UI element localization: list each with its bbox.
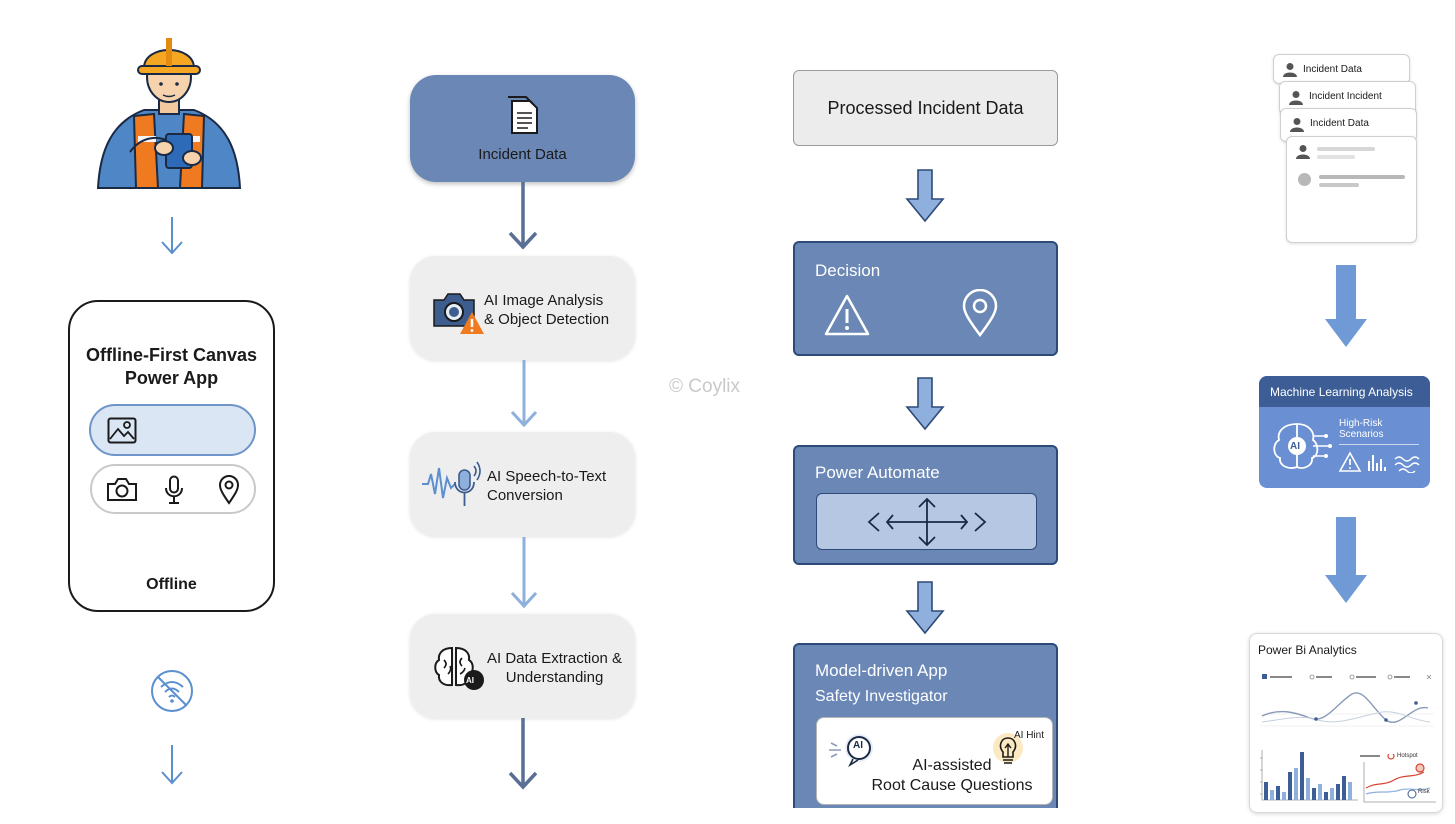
risk-indicators-icon [1339, 451, 1423, 473]
image-analysis-label: AI Image Analysis & Object Detection [484, 292, 610, 328]
safety-investigator-label: Safety Investigator [815, 688, 948, 705]
ai-badge: AI [853, 740, 863, 751]
data-extraction-node: AI AI Data Extraction & Understanding [410, 614, 635, 718]
location-pin-icon [962, 289, 998, 337]
arrow-down-icon [508, 182, 538, 252]
root-cause-panel: AI AI Hint AI-assisted Root Cause Questi… [816, 717, 1053, 805]
text-placeholder-line [1319, 175, 1405, 179]
document-icon [506, 95, 540, 135]
arrow-down-icon [905, 581, 945, 635]
power-automate-node: Power Automate [793, 445, 1058, 565]
arrow-down-icon [510, 537, 538, 611]
arrow-down-icon [508, 718, 538, 792]
speech-to-text-node: AI Speech-to-Text Conversion [410, 432, 635, 536]
ai-assistant-icon [829, 732, 881, 768]
hotspot-risk-chart [1360, 754, 1436, 804]
decision-label: Decision [815, 261, 881, 280]
ai-badge: AI [1290, 441, 1300, 452]
ml-title: Machine Learning Analysis [1259, 376, 1430, 407]
processed-incident-data-node: Processed Incident Data [793, 70, 1058, 146]
model-driven-app-label: Model-driven App [815, 661, 948, 680]
camera-warning-icon [432, 290, 488, 336]
dashboard-filter-bar [1262, 674, 1432, 680]
arrow-down-icon [905, 377, 945, 431]
image-analysis-node: AI Image Analysis & Object Detection [410, 256, 635, 360]
incident-card-title: Incident Data [1310, 118, 1369, 129]
arrow-down-icon [160, 744, 184, 786]
risk-label: Risk [1418, 789, 1430, 795]
incident-card-title: Incident Incident [1309, 91, 1382, 102]
location-pin-icon[interactable] [218, 475, 240, 505]
app-title: Offline-First Canvas Power App [85, 345, 258, 388]
brain-ai-icon [432, 644, 488, 692]
high-risk-scenarios-label: High-Risk Scenarios [1339, 418, 1384, 440]
text-placeholder-line [1317, 155, 1355, 159]
processed-incident-data-label: Processed Incident Data [827, 98, 1024, 118]
capture-toolbar [90, 464, 256, 514]
no-wifi-icon [150, 669, 194, 713]
ai-hint-label: AI Hint [1013, 730, 1044, 741]
power-bi-title: Power Bi Analytics [1258, 643, 1357, 657]
flow-panel [816, 493, 1037, 550]
arrow-down-icon [905, 169, 945, 223]
power-bi-analytics-dashboard: Power Bi Analytics Hotspot Risk [1249, 633, 1443, 813]
canvas-power-app-card: Offline-First Canvas Power App Offline [68, 300, 275, 612]
divider [1339, 444, 1419, 445]
flow-arrows-icon [865, 497, 989, 547]
microphone-icon[interactable] [164, 475, 184, 505]
photo-attachment-field[interactable] [89, 404, 256, 456]
machine-learning-analysis-node: Machine Learning Analysis AI High-Risk S… [1259, 376, 1430, 488]
text-placeholder-line [1319, 183, 1359, 187]
watermark: © Coylix [669, 376, 741, 397]
user-icon [1289, 90, 1303, 105]
power-automate-label: Power Automate [815, 463, 940, 482]
arrow-down-icon [1324, 265, 1368, 349]
voice-waveform-microphone-icon [422, 458, 482, 510]
arrow-down-icon [1324, 517, 1368, 605]
ai-badge: AI [466, 676, 474, 685]
incident-data-node: Incident Data [410, 75, 635, 182]
text-placeholder-line [1317, 147, 1375, 151]
incident-bar-chart [1258, 748, 1358, 804]
model-driven-app-node: Model-driven App Safety Investigator AI … [793, 643, 1058, 808]
incident-data-label: Incident Data [478, 146, 567, 163]
decision-node: Decision [793, 241, 1058, 356]
trend-line-chart [1260, 686, 1434, 736]
arrow-down-icon [510, 360, 538, 430]
incident-card-title: Incident Data [1303, 64, 1362, 75]
user-icon [1283, 62, 1297, 77]
user-icon [1296, 144, 1310, 159]
brain-ai-icon [1269, 418, 1335, 474]
lightbulb-icon [991, 732, 1025, 768]
data-extraction-label: AI Data Extraction & Understanding [487, 650, 623, 686]
root-cause-questions-label: AI-assisted Root Cause Questions [871, 757, 1033, 794]
arrow-down-icon [160, 216, 184, 256]
image-icon [107, 417, 137, 444]
user-icon [1290, 117, 1304, 132]
incident-detail-card[interactable] [1286, 136, 1417, 243]
avatar [1298, 173, 1311, 186]
speech-to-text-label: AI Speech-to-Text Conversion [487, 468, 607, 504]
hotspot-label: Hotspot [1397, 753, 1418, 759]
offline-status: Offline [146, 576, 197, 593]
field-worker-illustration [92, 30, 247, 192]
warning-icon [823, 293, 871, 337]
incident-card[interactable]: Incident Data [1273, 54, 1410, 84]
camera-icon[interactable] [106, 477, 138, 502]
